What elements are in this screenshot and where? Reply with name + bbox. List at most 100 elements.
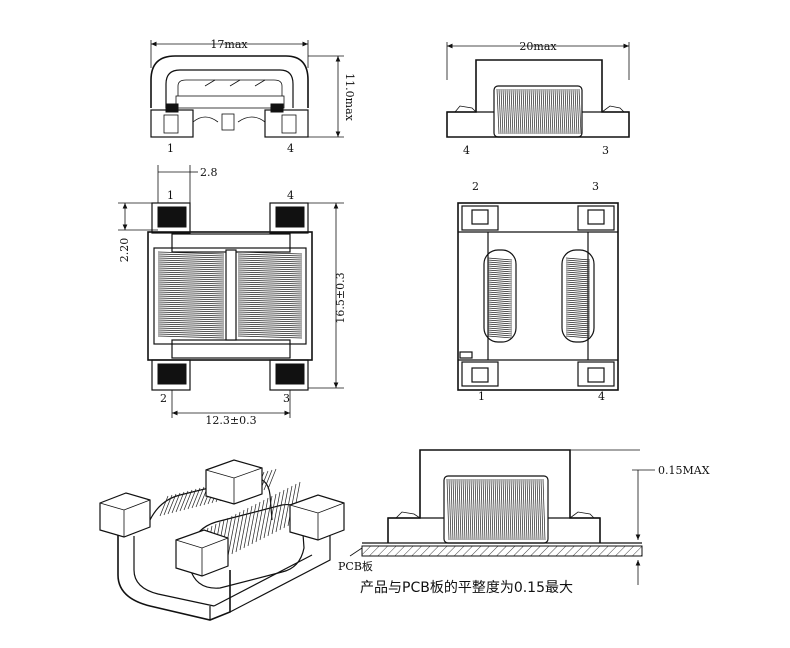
winding-line	[237, 277, 303, 281]
winding-line	[544, 88, 548, 135]
winding-line	[565, 291, 591, 295]
winding-line	[516, 88, 520, 135]
winding-line	[487, 289, 513, 293]
winding-line	[492, 478, 496, 541]
winding-line	[542, 478, 546, 541]
winding-line	[494, 478, 498, 541]
winding-line	[263, 469, 273, 491]
winding-line	[565, 293, 591, 297]
winding-line	[157, 259, 225, 263]
top-length-label: 16.5±0.3	[334, 272, 347, 323]
winding-line	[522, 478, 526, 541]
winding-line	[237, 281, 303, 285]
winding-line	[564, 88, 568, 135]
winding-line	[157, 285, 225, 289]
winding-line	[498, 478, 502, 541]
winding-line	[157, 275, 225, 279]
winding-line	[157, 271, 225, 275]
winding-line	[157, 321, 225, 325]
winding-line	[482, 478, 486, 541]
side-width-label: 20max	[519, 40, 557, 53]
winding-line	[163, 494, 173, 516]
winding-line	[487, 285, 513, 289]
winding-line	[487, 257, 513, 261]
winding-line	[520, 478, 524, 541]
winding-line	[157, 305, 225, 309]
winding-line	[506, 88, 510, 135]
side-pin-left: 4	[463, 144, 470, 157]
winding-line	[565, 311, 591, 315]
winding-line	[239, 507, 249, 551]
winding-line	[157, 293, 225, 297]
top-pin-top-left: 1	[167, 189, 174, 202]
winding-line	[157, 291, 225, 295]
winding-line	[237, 273, 303, 277]
winding-line	[476, 478, 480, 541]
winding-line	[487, 275, 513, 279]
winding-line	[243, 505, 253, 549]
winding-line	[237, 251, 303, 255]
top-pin-bottom-left: 2	[160, 392, 167, 405]
winding-line	[565, 279, 591, 283]
winding-line	[237, 315, 303, 319]
winding-line	[565, 319, 591, 323]
winding-line	[516, 478, 520, 541]
winding-line	[487, 295, 513, 299]
winding-line	[474, 478, 478, 541]
winding-line	[487, 331, 513, 335]
winding-line	[195, 486, 205, 508]
winding-line	[487, 269, 513, 273]
winding-line	[550, 88, 554, 135]
winding-line	[157, 295, 225, 299]
winding-line	[565, 289, 591, 293]
winding-line	[450, 478, 454, 541]
winding-line	[565, 307, 591, 311]
winding-line	[487, 321, 513, 325]
winding-line	[487, 303, 513, 307]
winding-line	[237, 265, 303, 269]
winding-line	[565, 309, 591, 313]
winding-line	[534, 478, 538, 541]
isometric-view	[99, 459, 345, 621]
winding-line	[157, 263, 225, 267]
winding-line	[237, 305, 303, 309]
winding-line	[487, 263, 513, 267]
top-pin-bottom-right: 3	[283, 392, 290, 405]
winding-line	[536, 88, 540, 135]
winding-line	[565, 297, 591, 301]
winding-line	[237, 271, 303, 275]
winding-line	[466, 478, 470, 541]
winding-line	[496, 478, 500, 541]
winding-line	[157, 307, 225, 311]
winding-line	[565, 329, 591, 333]
winding-line	[565, 317, 591, 321]
winding-line	[548, 88, 552, 135]
winding-line	[565, 303, 591, 307]
winding-line	[536, 478, 540, 541]
winding-line	[576, 88, 580, 135]
winding-line	[237, 283, 303, 287]
winding-line	[237, 299, 303, 303]
winding-line	[237, 333, 303, 337]
winding-line	[565, 273, 591, 277]
winding-line	[487, 301, 513, 305]
front-width-label: 17max	[210, 38, 248, 51]
winding-line	[565, 271, 591, 275]
winding-line	[157, 287, 225, 291]
winding-line	[157, 251, 225, 255]
winding-line	[237, 291, 303, 295]
winding-line	[562, 88, 566, 135]
bottom-pin-top-right: 3	[592, 180, 599, 193]
winding-line	[565, 267, 591, 271]
winding-line	[487, 293, 513, 297]
winding-line	[486, 478, 490, 541]
winding-line	[157, 265, 225, 269]
pcb-view: 0.15MAX PCB板 产品与PCB板的平整度为0.15最大	[338, 449, 710, 596]
winding-line	[500, 478, 504, 541]
winding-line	[237, 257, 303, 261]
winding-line	[532, 478, 536, 541]
winding-line	[568, 88, 572, 135]
winding-line	[237, 295, 303, 299]
winding-line	[554, 88, 558, 135]
top-span-label: 12.3±0.3	[205, 414, 256, 427]
